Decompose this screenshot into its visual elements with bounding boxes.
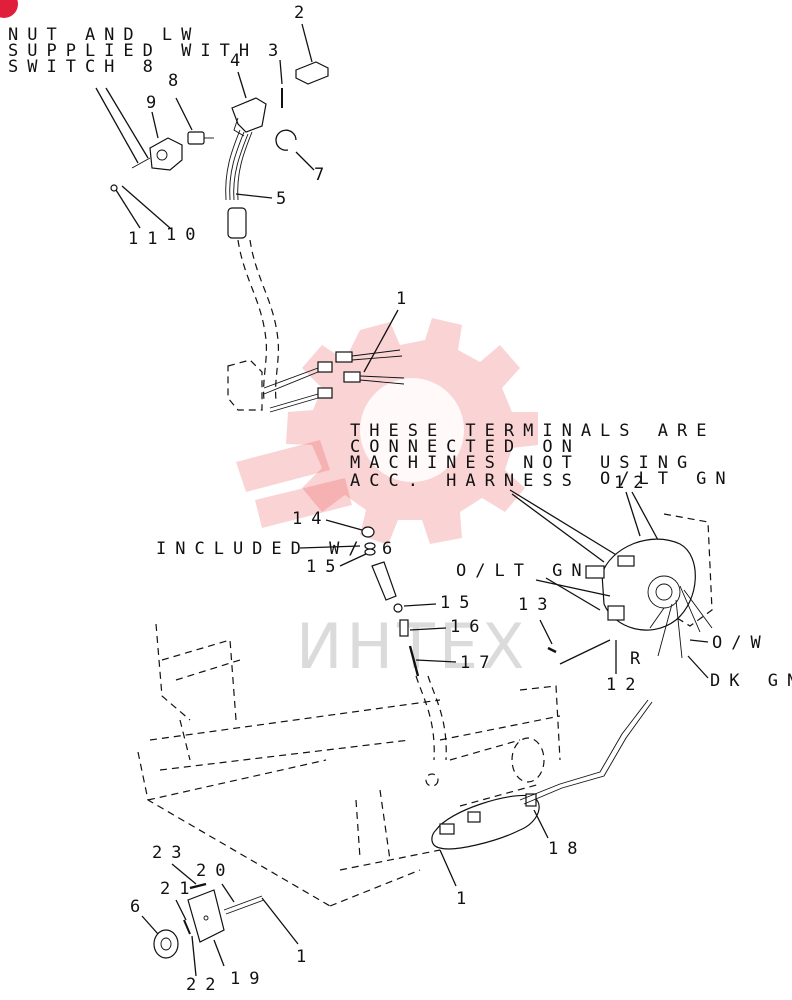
callout-11: 11 bbox=[128, 229, 166, 249]
part-4-housing bbox=[231, 97, 267, 137]
callout-6: 6 bbox=[130, 897, 149, 917]
part-8-switch-body bbox=[187, 131, 214, 145]
callout-4: 4 bbox=[230, 51, 249, 71]
part-19-bracket bbox=[187, 889, 225, 943]
part-2-connector bbox=[295, 61, 329, 85]
callout-5: 5 bbox=[276, 189, 295, 209]
callout-19: 19 bbox=[230, 969, 268, 989]
note-included-with-num: 6 bbox=[382, 539, 401, 559]
part-20-wire bbox=[223, 895, 263, 911]
note-nut-lw-line1: NUT AND LW bbox=[8, 25, 200, 45]
part-9-switch bbox=[131, 137, 183, 171]
note-terminals-line1: THESE TERMINALS ARE bbox=[350, 421, 715, 441]
callout-3: 3 bbox=[268, 41, 287, 61]
note-terminals: THESE TERMINALS ARE CONNECTED ON MACHINE… bbox=[350, 421, 715, 491]
note-nut-lw-line3: SWITCH 8 bbox=[8, 57, 162, 77]
callout-21: 21 bbox=[160, 879, 198, 899]
part-motor-assembly bbox=[585, 513, 713, 659]
wire-label-r: R bbox=[630, 649, 649, 669]
callout-18: 18 bbox=[548, 839, 586, 859]
callout-15-right: 15 bbox=[440, 593, 478, 613]
callout-16: 16 bbox=[450, 617, 488, 637]
note-nut-lw: NUT AND LW SUPPLIED WITH SWITCH 8 bbox=[8, 25, 258, 77]
part-6-horn bbox=[153, 929, 179, 959]
note-nut-lw-line2: SUPPLIED WITH bbox=[8, 41, 258, 61]
callout-12-bottom: 12 bbox=[606, 675, 644, 695]
wire-label-o-w: O/W bbox=[712, 633, 770, 653]
callout-13: 13 bbox=[518, 595, 556, 615]
part-17-wire bbox=[408, 645, 420, 677]
part-16-terminal bbox=[399, 619, 409, 637]
part-14-cap bbox=[361, 526, 376, 556]
callout-22: 22 bbox=[186, 975, 224, 995]
part-13-screw bbox=[547, 646, 557, 654]
callout-1-bottom: 1 bbox=[296, 947, 315, 967]
callout-17: 17 bbox=[460, 653, 498, 673]
harness-connector-block bbox=[227, 349, 405, 413]
callout-1-mid: 1 bbox=[456, 889, 475, 909]
note-included-with: INCLUDED W/ bbox=[156, 539, 368, 559]
callout-12-top: 12 bbox=[614, 473, 652, 493]
note-terminals-line2: CONNECTED ON bbox=[350, 437, 581, 457]
part-5-wire-harness bbox=[225, 129, 253, 239]
part-15-washer bbox=[393, 603, 403, 613]
callout-1-top: 1 bbox=[396, 289, 415, 309]
part-18-harness-loop bbox=[431, 699, 653, 850]
callout-9: 9 bbox=[146, 93, 165, 113]
wire-label-o-lt-gn-b: O/LT GN bbox=[456, 561, 591, 581]
note-terminals-line4: ACC. HARNESS bbox=[350, 471, 581, 491]
callout-15-left: 15 bbox=[306, 557, 344, 577]
callout-8: 8 bbox=[168, 71, 187, 91]
callout-20: 20 bbox=[196, 861, 234, 881]
chassis-frame bbox=[137, 623, 561, 907]
part-sleeve bbox=[371, 561, 397, 601]
callout-23: 23 bbox=[152, 843, 190, 863]
callout-2: 2 bbox=[294, 3, 313, 23]
part-21-bolt bbox=[183, 919, 191, 935]
part-7-clip bbox=[275, 129, 297, 151]
part-11-nut bbox=[110, 184, 118, 192]
part-23-strap bbox=[189, 882, 207, 890]
corner-badge-icon bbox=[0, 0, 18, 18]
callout-14: 14 bbox=[292, 509, 330, 529]
callout-10: 10 bbox=[166, 225, 204, 245]
wire-label-o-lt-gn-a: O/LT GN bbox=[600, 469, 735, 489]
wire-label-dk-gn: DK GN bbox=[710, 671, 792, 691]
callout-7: 7 bbox=[314, 165, 333, 185]
note-terminals-line3: MACHINES NOT USING bbox=[350, 453, 696, 473]
